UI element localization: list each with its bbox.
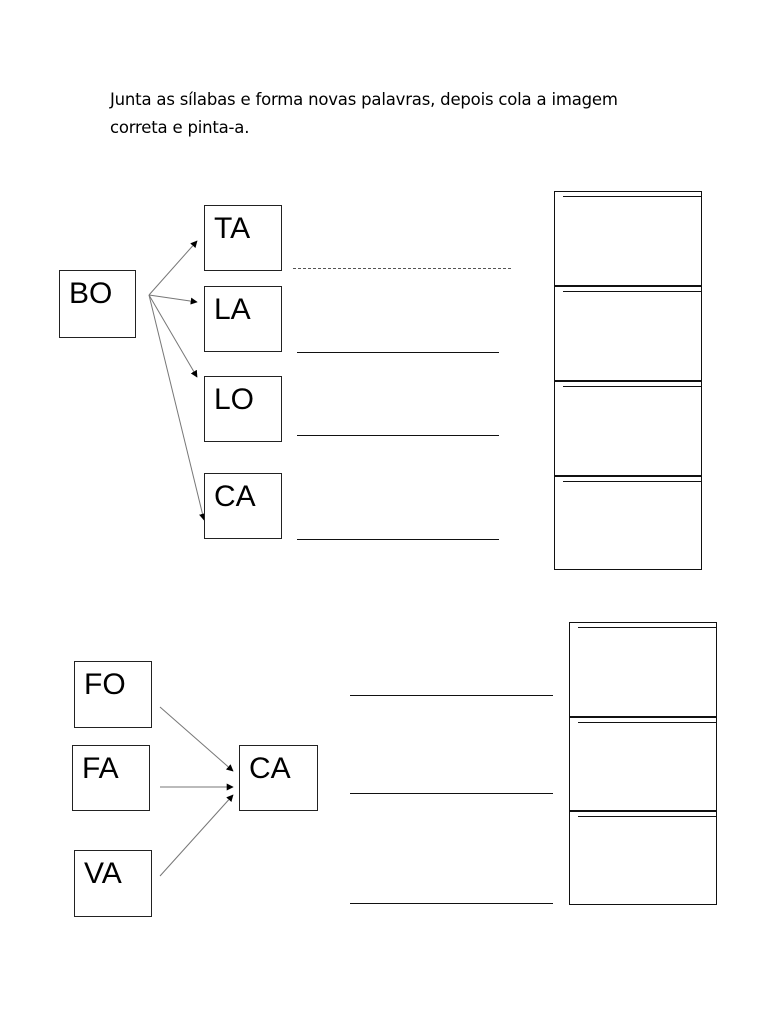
syllable-ta: TA [214, 212, 251, 245]
syllable-bo: BO [69, 277, 113, 310]
answer-line-3[interactable] [297, 435, 499, 436]
arrow-bo-ca [148, 294, 206, 521]
answer-line-6[interactable] [350, 793, 553, 794]
image-frame-2[interactable] [554, 286, 702, 381]
syllable-ca: CA [214, 480, 256, 513]
instructions-line-1: Junta as sílabas e forma novas palavras,… [110, 90, 618, 109]
answer-line-5[interactable] [350, 695, 553, 696]
syllable-la: LA [214, 293, 251, 326]
syllable-box-ca: CA [204, 473, 282, 539]
image-frame-1[interactable] [554, 191, 702, 286]
syllable-box-va: VA [74, 850, 152, 917]
arrow-va-ca [159, 794, 234, 877]
syllable-va: VA [84, 857, 122, 890]
syllable-ca-2: CA [249, 752, 291, 785]
syllable-box-bo: BO [59, 270, 136, 338]
syllable-box-lo: LO [204, 376, 282, 442]
image-frame-5[interactable] [569, 622, 717, 717]
arrow-bo-ta [148, 240, 198, 296]
syllable-box-la: LA [204, 286, 282, 352]
image-frame-6[interactable] [569, 717, 717, 811]
syllable-lo: LO [214, 383, 255, 416]
image-frame-3[interactable] [554, 381, 702, 476]
image-frame-7[interactable] [569, 811, 717, 905]
answer-line-7[interactable] [350, 903, 553, 904]
image-frame-4[interactable] [554, 476, 702, 570]
syllable-box-fa: FA [72, 745, 150, 811]
answer-line-2[interactable] [297, 352, 499, 353]
syllable-box-ca-2: CA [239, 745, 318, 811]
syllable-fo: FO [84, 668, 126, 701]
arrow-bo-la [148, 294, 198, 305]
arrow-fo-ca [159, 706, 234, 772]
syllable-fa: FA [82, 752, 119, 785]
answer-line-4[interactable] [297, 539, 499, 540]
arrow-bo-lo [148, 294, 198, 378]
syllable-box-fo: FO [74, 661, 152, 728]
instructions-line-2: correta e pinta-a. [110, 118, 250, 137]
answer-line-1[interactable] [293, 268, 511, 269]
instructions: Junta as sílabas e forma novas palavras,… [110, 86, 670, 142]
syllable-box-ta: TA [204, 205, 282, 271]
